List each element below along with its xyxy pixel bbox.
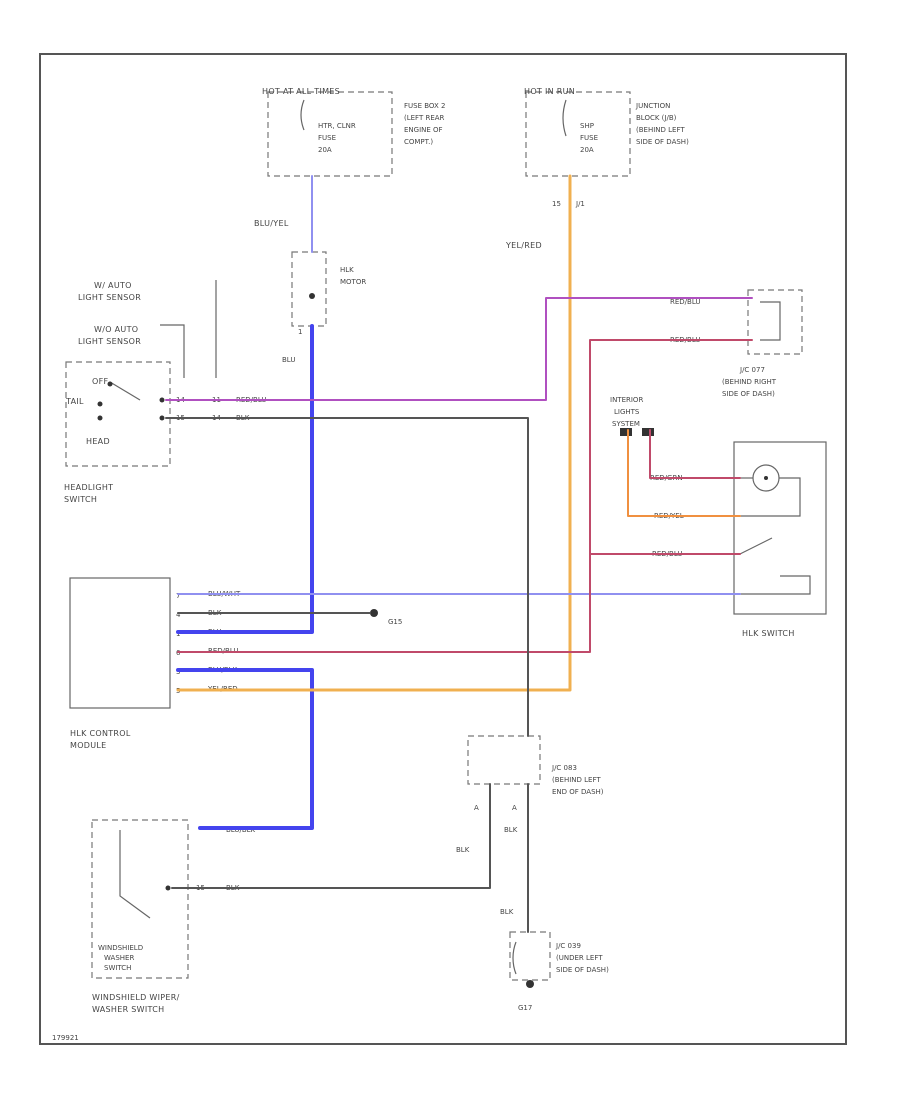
fuse-left-name: HTR, CLNR — [318, 122, 356, 130]
motor-label-1: HLK — [340, 266, 354, 274]
yellow-wire-label: YEL/RED — [505, 241, 542, 250]
motor-pin: 1 — [298, 328, 302, 336]
motor-wire-out: BLU — [282, 356, 295, 364]
jc-039: BLK J/C 039 (UNDER LEFT SIDE OF DASH) G1… — [500, 908, 609, 1012]
jc-mid-wire-2: BLK — [504, 826, 518, 834]
fuse-right-name: SHP — [580, 122, 594, 130]
jc-mid-pin-b: A — [512, 804, 517, 812]
fuse-left-hot-label: HOT AT ALL TIMES — [262, 87, 340, 96]
sensor-1-line-2: LIGHT SENSOR — [78, 293, 141, 302]
sensor-2-line-1: W/O AUTO — [94, 325, 138, 334]
diagram-frame — [39, 53, 847, 1045]
fuse-left-type: FUSE — [318, 134, 336, 142]
hl-head: HEAD — [86, 437, 110, 446]
fuse-box-2: HOT AT ALL TIMES HTR, CLNR FUSE 20A FUSE… — [262, 87, 445, 177]
washer-inner-3: SWITCH — [104, 964, 131, 972]
junction-block: HOT IN RUN SHP FUSE 20A JUNCTION BLOCK (… — [524, 87, 689, 208]
int-label-1: INTERIOR — [610, 396, 643, 404]
jb-loc-3: (BEHIND LEFT — [636, 126, 685, 134]
interior-lights-system: INTERIOR LIGHTS SYSTEM — [610, 396, 654, 436]
fuse-right-hot-label: HOT IN RUN — [524, 87, 575, 96]
washer-switch: BLU/BLK 15 BLK WINDSHIELD WASHER SWITCH … — [91, 819, 256, 1014]
jc-mid-pin-a: A — [474, 804, 479, 812]
fuse-left-loc-3: ENGINE OF — [404, 126, 443, 134]
jc-bottom-ground: G17 — [518, 1004, 532, 1012]
wires — [165, 174, 753, 933]
jc-top-wire-1: RED/BLU — [670, 298, 701, 306]
fuse-left-loc-4: COMPT.) — [404, 138, 433, 146]
jc-top-label-1: J/C 077 — [739, 366, 765, 374]
module-ground: G15 — [388, 618, 402, 626]
hl-off: OFF — [92, 377, 108, 386]
fuse-left-loc-2: (LEFT REAR — [404, 114, 445, 122]
hlk-switch: RED/GRN RED/YEL RED/BLU HLK SWITCH — [650, 441, 827, 638]
jc-bottom-wire: BLK — [500, 908, 514, 916]
fuse-right-type: FUSE — [580, 134, 598, 142]
footer-code: 179921 — [52, 1034, 79, 1042]
headlight-switch: OFF TAIL HEAD HEADLIGHT SWITCH 14 11 15 … — [64, 361, 267, 504]
motor-label-2: MOTOR — [340, 278, 366, 286]
jb-loc-1: JUNCTION — [635, 102, 670, 110]
washer-inner-1: WINDSHIELD — [98, 944, 143, 952]
fuse-right-rating: 20A — [580, 146, 594, 154]
sensor-2-line-2: LIGHT SENSOR — [78, 337, 141, 346]
hl-label-1: HEADLIGHT — [64, 483, 113, 492]
fuse-left-loc-1: FUSE BOX 2 — [404, 102, 445, 110]
jc-top-label-2: (BEHIND RIGHT — [722, 378, 777, 386]
module-pin-1: 7 — [176, 592, 180, 600]
washer-inner-2: WASHER — [104, 954, 134, 962]
jb-pin: 15 — [552, 200, 561, 208]
module-pin-2: 4 — [176, 611, 181, 619]
jc-mid-label-2: (BEHIND LEFT — [552, 776, 601, 784]
jb-pin-2: J/1 — [575, 200, 585, 208]
jc-bottom-label-2: (UNDER LEFT — [556, 954, 603, 962]
module-label-1: HLK CONTROL — [70, 729, 131, 738]
jc-top-label-3: SIDE OF DASH) — [722, 390, 775, 398]
sensor-1-line-1: W/ AUTO — [94, 281, 132, 290]
jb-loc-4: SIDE OF DASH) — [636, 138, 689, 146]
washer-label-2: WASHER SWITCH — [92, 1005, 164, 1014]
int-label-3: SYSTEM — [612, 420, 640, 428]
hlk-motor: BLU/YEL HLK MOTOR 1 BLU — [254, 219, 366, 364]
motor-wire-label: BLU/YEL — [254, 219, 289, 228]
light-sensors: W/ AUTO LIGHT SENSOR W/O AUTO LIGHT SENS… — [78, 280, 217, 378]
hlk-control-module: HLK CONTROL MODULE 7 4 1 6 3 5 BLU/WHT B… — [69, 577, 402, 750]
int-label-2: LIGHTS — [614, 408, 640, 416]
hl-label-2: SWITCH — [64, 495, 97, 504]
jc-mid-label-1: J/C 083 — [551, 764, 577, 772]
jc-bottom-label-3: SIDE OF DASH) — [556, 966, 609, 974]
hlk-switch-label: HLK SWITCH — [742, 629, 795, 638]
hl-tail: TAIL — [65, 397, 84, 406]
fuse-left-rating: 20A — [318, 146, 332, 154]
washer-label-1: WINDSHIELD WIPER/ — [92, 993, 180, 1002]
jc-mid-wire-1: BLK — [456, 846, 470, 854]
module-label-2: MODULE — [70, 741, 107, 750]
jc-bottom-label-1: J/C 039 — [555, 942, 581, 950]
jb-loc-2: BLOCK (J/B) — [636, 114, 677, 122]
jc-077: RED/BLU RED/BLU J/C 077 (BEHIND RIGHT SI… — [670, 289, 803, 398]
jc-mid-label-3: END OF DASH) — [552, 788, 604, 796]
jc-083: J/C 083 (BEHIND LEFT END OF DASH) A A BL… — [456, 735, 604, 854]
